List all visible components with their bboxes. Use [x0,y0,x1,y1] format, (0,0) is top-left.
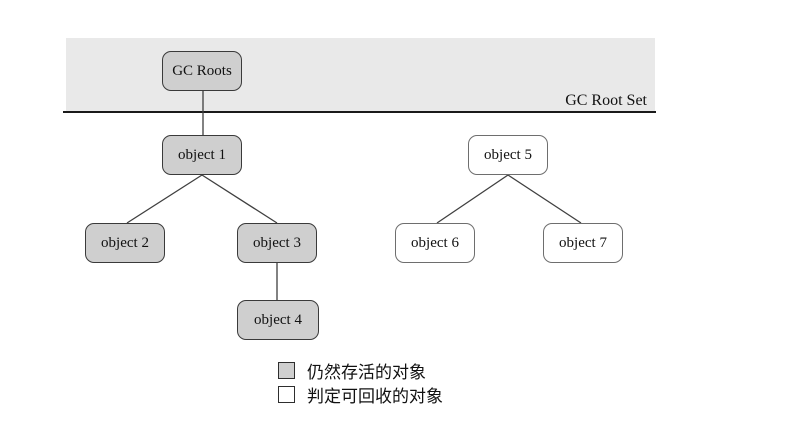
node-object-2-label: object 2 [101,234,149,251]
legend-item-recyclable: 判定可回收的对象 [278,382,443,406]
node-object-1: object 1 [162,135,242,175]
node-object-4-label: object 4 [254,311,302,328]
node-object-5: object 5 [468,135,548,175]
edge-object5-object7 [507,174,582,224]
edge-object5-object6 [436,174,509,224]
legend: 仍然存活的对象 判定可回收的对象 [278,358,443,406]
legend-item-alive: 仍然存活的对象 [278,358,443,382]
node-object-7: object 7 [543,223,623,263]
node-object-6: object 6 [395,223,475,263]
edge-object1-object3 [201,174,278,224]
node-object-7-label: object 7 [559,234,607,251]
node-object-5-label: object 5 [484,146,532,163]
legend-label-recyclable: 判定可回收的对象 [307,386,443,406]
node-object-2: object 2 [85,223,165,263]
node-gc-roots-label: GC Roots [172,62,232,79]
node-object-3: object 3 [237,223,317,263]
node-gc-roots: GC Roots [162,51,242,91]
node-object-4: object 4 [237,300,319,340]
node-object-6-label: object 6 [411,234,459,251]
legend-label-alive: 仍然存活的对象 [307,362,426,382]
gc-root-set-boundary-line [63,111,656,113]
edge-object1-object2 [126,174,203,224]
gc-root-set-banner: GC Root Set [66,38,655,112]
legend-swatch-recyclable-icon [278,385,295,403]
node-object-3-label: object 3 [253,234,301,251]
legend-swatch-alive-icon [278,361,295,379]
node-object-1-label: object 1 [178,146,226,163]
gc-root-set-label: GC Root Set [565,92,647,109]
